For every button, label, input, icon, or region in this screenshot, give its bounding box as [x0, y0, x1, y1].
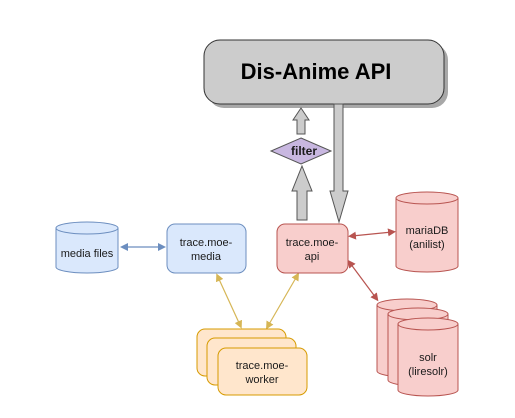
solr-cylinder-stack[interactable]: solr (liresolr): [376, 298, 459, 397]
media-label-line2: media: [191, 251, 222, 263]
filter-to-api-arrow: [292, 107, 310, 135]
api-to-solr-connector: [347, 259, 379, 302]
trace-moe-media-box[interactable]: trace.moe- media: [166, 223, 247, 274]
mariadb-cylinder[interactable]: mariaDB (anilist): [395, 191, 459, 273]
dis-anime-api-box[interactable]: Dis-Anime API: [203, 39, 448, 108]
trace-moe-api-box[interactable]: trace.moe- api: [276, 223, 349, 274]
solr-label-line1: solr: [419, 352, 437, 364]
trace-moe-worker-stack[interactable]: trace.moe- worker: [196, 328, 308, 396]
worker-box-front: [217, 347, 308, 396]
mariadb-label-line1: mariaDB: [406, 225, 449, 237]
worker-label-line1: trace.moe-: [236, 360, 289, 372]
filter-label: filter: [291, 144, 317, 158]
media-to-worker-connector: [216, 273, 242, 329]
media-files-label: media files: [61, 248, 114, 260]
backend-to-filter-arrow: [291, 164, 313, 221]
api-label-line1: trace.moe-: [286, 237, 339, 249]
filter-node[interactable]: filter: [269, 137, 333, 165]
worker-label-line2: worker: [244, 374, 278, 386]
mariadb-label-line2: (anilist): [409, 239, 444, 251]
solr-label-line2: (liresolr): [408, 366, 448, 378]
media-files-cylinder[interactable]: media files: [55, 221, 119, 274]
api-to-backend-arrow: [329, 103, 349, 224]
media-label-line1: trace.moe-: [180, 237, 233, 249]
api-label-line2: api: [305, 251, 320, 263]
api-to-worker-connector: [265, 272, 300, 330]
api-to-mariadb-connector: [348, 228, 396, 240]
dis-anime-api-title: Dis-Anime API: [241, 59, 392, 84]
solr-cylinder-front: [397, 317, 459, 397]
